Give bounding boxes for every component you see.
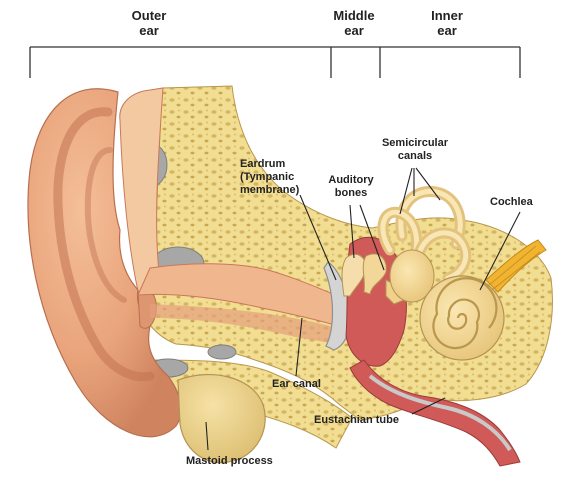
pinna-fold	[84, 147, 127, 303]
label-auditory-bones: Auditory bones	[318, 174, 384, 200]
label-line: canals	[397, 150, 433, 162]
label-line: Eardrum	[240, 158, 286, 170]
auditory-nerve	[485, 239, 547, 293]
cochlea-body	[419, 275, 505, 361]
label-line: membrane)	[240, 184, 300, 196]
vestibule	[389, 249, 435, 303]
malleus	[341, 253, 367, 297]
ear-canal-floor	[150, 304, 338, 344]
section-middle-ear: Middle ear	[325, 8, 383, 38]
skull-cavity	[207, 344, 237, 360]
section-brackets	[29, 46, 521, 78]
eustachian-tube	[349, 359, 521, 467]
semicircular-canals	[377, 185, 472, 284]
label-line: bones	[334, 187, 368, 199]
section-label-line: Inner	[431, 8, 463, 23]
section-inner-ear: Inner ear	[420, 8, 474, 38]
label-cochlea: Cochlea	[490, 196, 533, 208]
label-semicircular-canals: Semicircular canals	[366, 137, 464, 163]
leader-lines	[205, 167, 521, 451]
label-line: Auditory	[328, 174, 374, 186]
label-line: (Tympanic	[240, 171, 295, 183]
scalp	[119, 87, 164, 301]
section-label-line: Middle	[333, 8, 375, 23]
pinna-fold	[53, 107, 155, 382]
label-line: Semicircular	[381, 137, 449, 149]
section-label-line: ear	[139, 23, 159, 38]
label-eardrum: Eardrum (Tympanic membrane)	[240, 158, 299, 197]
mastoid	[177, 374, 266, 464]
cochlea-spiral	[432, 277, 498, 350]
label-ear-canal: Ear canal	[272, 378, 321, 390]
section-label-line: Outer	[131, 8, 167, 23]
section-label-line: ear	[344, 23, 364, 38]
label-mastoid-process: Mastoid process	[186, 455, 273, 467]
eustachian-lining	[368, 374, 512, 452]
nerve-fibers	[487, 245, 541, 291]
label-eustachian-tube: Eustachian tube	[314, 414, 399, 426]
section-outer-ear: Outer ear	[122, 8, 176, 38]
incus	[362, 253, 387, 295]
section-label-line: ear	[437, 23, 457, 38]
